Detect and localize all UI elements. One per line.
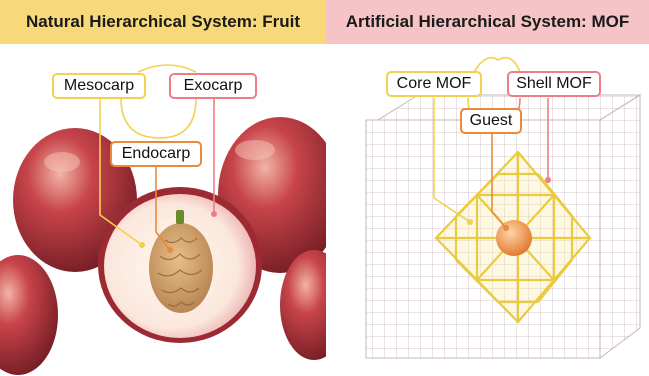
- mof-panel-title: Artificial Hierarchical System: MOF: [326, 0, 649, 44]
- fruit-panel-title: Natural Hierarchical System: Fruit: [0, 0, 326, 44]
- halved-peach: [98, 187, 262, 343]
- shell-mof-label: Shell MOF: [507, 71, 601, 97]
- core-mof-label: Core MOF: [386, 71, 482, 97]
- guest-sphere: [496, 220, 532, 256]
- guest-label: Guest: [460, 108, 522, 134]
- mesocarp-label: Mesocarp: [52, 73, 146, 99]
- endocarp-label: Endocarp: [110, 141, 202, 167]
- exocarp-label: Exocarp: [169, 73, 257, 99]
